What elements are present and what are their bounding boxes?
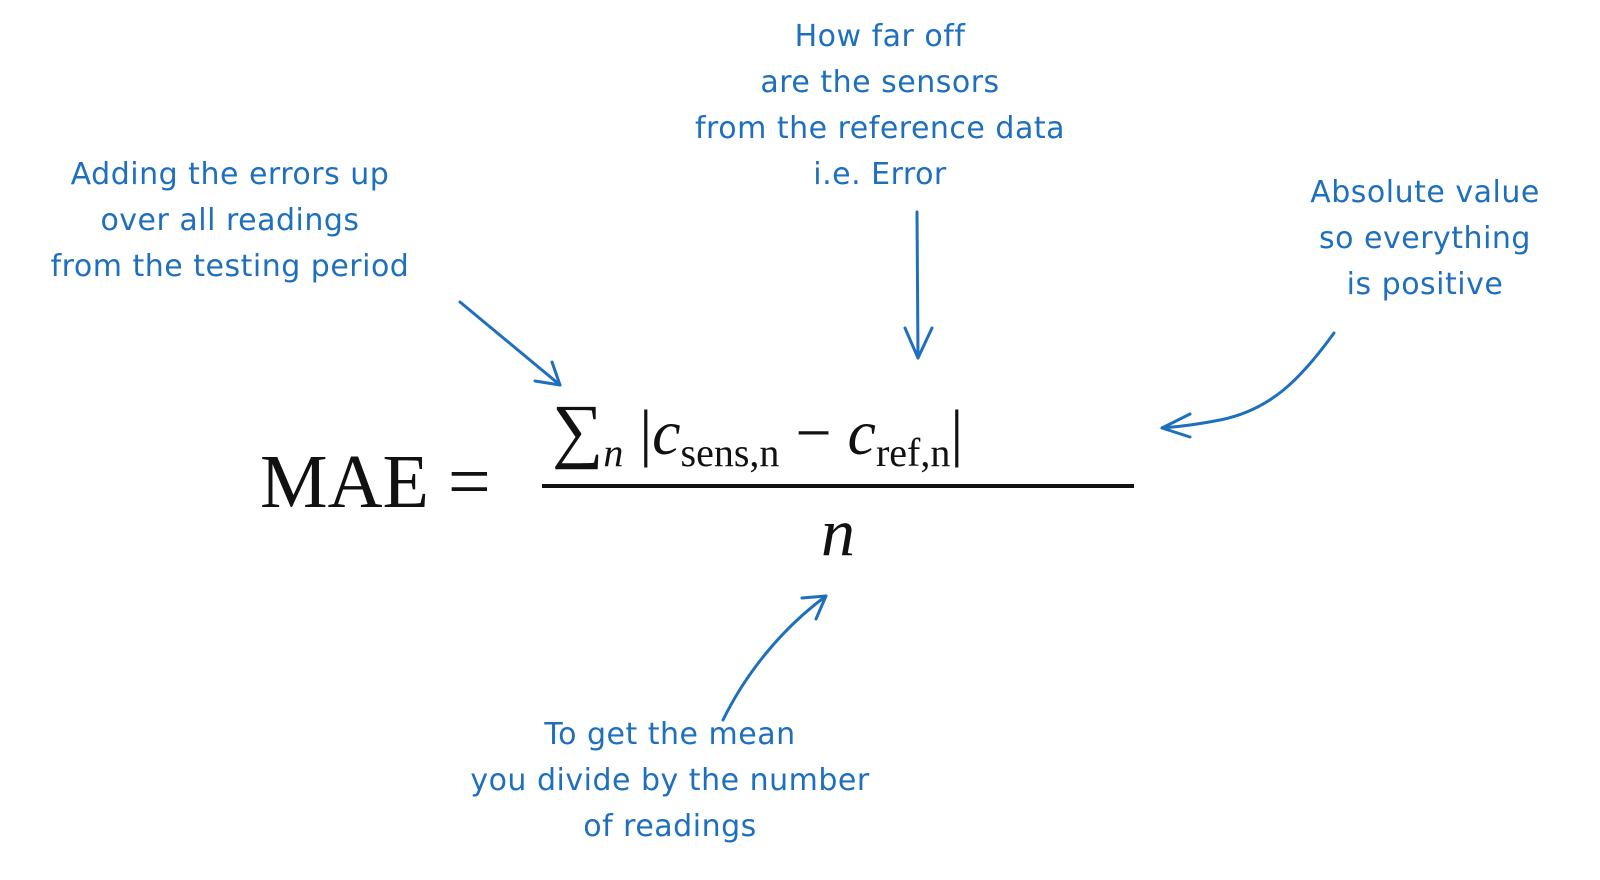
annotation-line: of readings	[583, 809, 757, 844]
mae-formula: MAE = ∑n |csens,n − cref,n| n	[260, 380, 1160, 580]
sum-symbol: ∑	[552, 390, 604, 470]
fraction-bar	[542, 484, 1134, 488]
reference-subscript: ref,n	[875, 430, 951, 475]
sensor-var: c	[652, 397, 681, 468]
annotation-line: from the reference data	[695, 111, 1065, 146]
sensor-subscript: sens,n	[680, 430, 780, 475]
annotation-line: over all readings	[100, 203, 360, 238]
annotation-line: are the sensors	[760, 65, 1000, 100]
annotation-line: from the testing period	[50, 249, 410, 284]
annotation-error: How far off are the sensors from the ref…	[645, 14, 1115, 198]
formula-denominator: n	[821, 494, 855, 570]
arrow-error-icon	[903, 210, 934, 360]
formula-numerator: ∑n |csens,n − cref,n|	[552, 380, 1142, 480]
abs-open: |	[639, 397, 653, 468]
annotation-line: is positive	[1346, 267, 1504, 302]
annotation-line: Absolute value	[1310, 175, 1540, 210]
annotation-summation: Adding the errors up over all readings f…	[10, 152, 450, 290]
arrow-mean-icon	[721, 594, 828, 722]
annotation-mean: To get the mean you divide by the number…	[430, 712, 910, 850]
arrow-absolute-icon	[1160, 331, 1336, 439]
annotation-line: you divide by the number	[470, 763, 870, 798]
formula-lhs: MAE =	[260, 440, 491, 524]
annotation-line: Adding the errors up	[70, 157, 390, 192]
annotation-line: so everything	[1319, 221, 1531, 256]
annotation-line: How far off	[794, 19, 966, 54]
minus-operator: −	[779, 397, 848, 468]
annotation-line: i.e. Error	[813, 157, 947, 192]
reference-var: c	[847, 397, 876, 468]
abs-close: |	[950, 397, 964, 468]
annotation-absolute-value: Absolute value so everything is positive	[1270, 170, 1580, 308]
annotation-line: To get the mean	[544, 717, 796, 752]
sum-index: n	[603, 430, 624, 475]
arrow-summation-icon	[458, 300, 562, 387]
